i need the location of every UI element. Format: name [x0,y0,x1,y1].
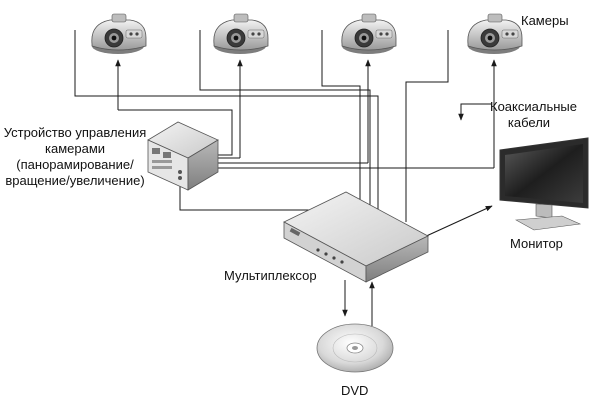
multiplexer-box-icon [283,191,429,283]
monitor-label: Монитор [510,236,563,251]
camera-4 [467,13,523,55]
dvd-label: DVD [341,383,369,398]
cctv-camera-icon [341,13,397,55]
controller-label-line-3: (панорамирование/ [16,157,134,172]
cctv-camera-icon [213,13,269,55]
controller-label: Устройство управления камерами (панорами… [0,125,150,189]
camera-3 [341,13,397,55]
coax-label-line-1: Коаксиальные [490,99,577,114]
dvd-disc-icon [316,323,394,373]
coax-label-line-2: кабели [507,115,551,130]
cameras-label: Камеры [521,13,569,28]
controller-label-line-4: вращение/увеличение) [5,173,145,188]
multiplexer-label: Мультиплексор [224,268,317,283]
camera-1 [91,13,147,55]
controller-label-line-1: Устройство управления [3,125,147,140]
cctv-camera-icon [467,13,523,55]
camera-2 [213,13,269,55]
cctv-camera-icon [91,13,147,55]
control-unit-icon [147,121,219,191]
controller-label-line-2: камерами [44,141,106,156]
coax-cables-label: Коаксиальные кабели [490,99,577,131]
lcd-monitor-icon [499,137,589,231]
